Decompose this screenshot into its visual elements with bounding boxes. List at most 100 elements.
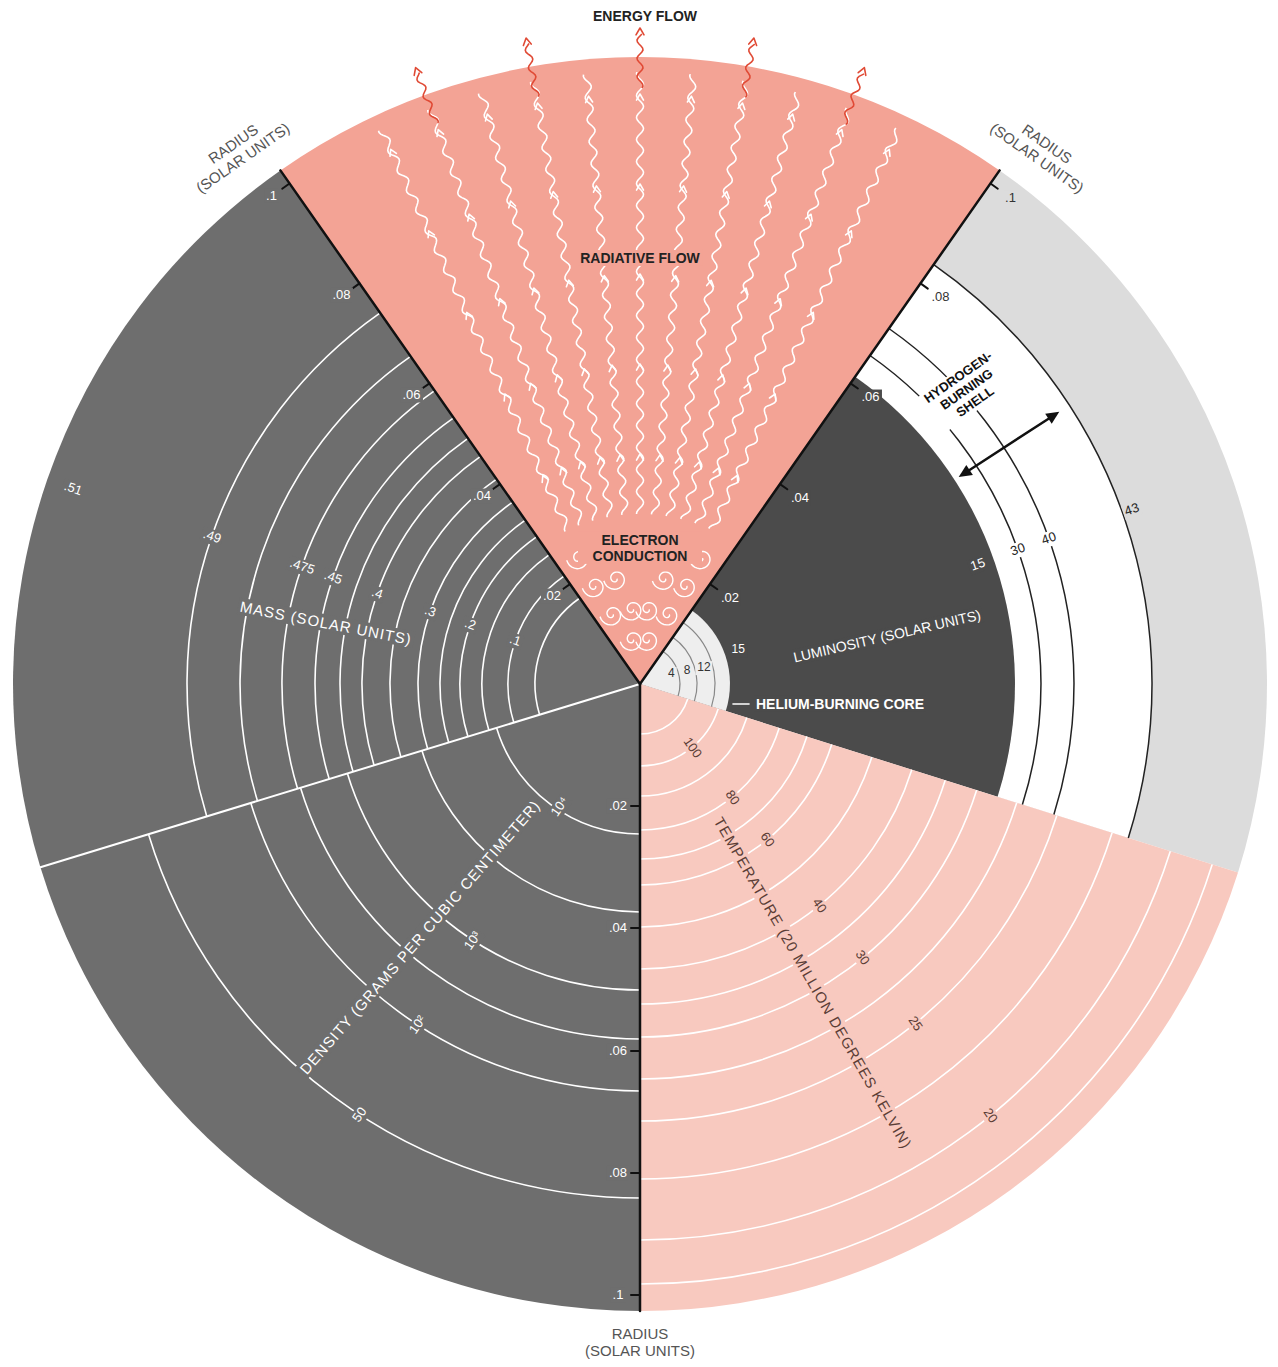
mass-contour [440,520,525,742]
mass-contour [418,502,513,749]
axis-tick [282,184,289,189]
radiative-flow-line [695,108,849,523]
energy-flow-arrow [743,44,755,97]
radiative-flow-line [379,131,567,532]
radiative-flow-line [651,74,695,514]
arrow-head [509,201,516,208]
luminosity-contour [889,329,1074,815]
diagram-label: .1 [264,188,279,203]
diagram-label: .02 [607,799,629,814]
mass-contour [535,598,580,715]
arrow-head [637,364,644,370]
arrow-head [468,214,475,221]
energy-flow-arrow [845,74,864,125]
temperature-contour [640,709,718,766]
energy-flow-arrow [637,34,643,88]
axis-tick [563,584,570,589]
diagram-label: .08 [929,290,951,305]
arrow-head [687,96,694,102]
arrow-head [598,458,605,465]
diagram-label: ELECTRON CONDUCTION [578,532,702,564]
arrow-head [636,28,644,35]
arrow-head [884,149,890,156]
diagram-label: RADIUS (SOLAR UNITS) [580,1325,700,1360]
conduction-swirl [652,572,673,589]
arrow-head [695,462,702,469]
diagram-label: .02 [541,589,563,604]
arrow-head [718,375,725,382]
mass-contour [240,356,411,801]
arrow-head [414,68,422,76]
density-sector [40,684,640,1311]
arrow-head [609,365,616,371]
axis-tick [422,383,429,388]
arrow-head [555,375,562,382]
diagram-label: 12 [695,661,712,675]
arrow-head [738,103,745,110]
axis-tick [631,1050,640,1052]
diagram-label: .08 [607,1166,629,1181]
arrow-head [560,468,567,475]
arrow-head [744,383,751,390]
arrow-head [656,455,663,461]
diagram-label: .04 [789,491,811,506]
leader-line [733,703,749,705]
radiative-flow-line [637,72,644,514]
arrow-head [765,201,772,208]
arrow-head [504,394,510,401]
axis-tick [991,184,998,189]
arrow-head [836,130,843,137]
conduction-swirl [600,608,621,625]
mass-contour [315,418,454,779]
temperature-contour [640,718,747,796]
conduction-swirl [636,603,657,620]
luminosity-contour [934,265,1152,838]
arrow-head [601,276,608,282]
arrow-head [707,280,714,287]
density-contour [251,803,640,1091]
axis-tick [851,383,858,388]
temperature-sector [640,684,1238,1311]
diagram-label: HELIUM-BURNING CORE [754,696,926,712]
radiative-flow-line [583,75,627,515]
diagram-label: 15 [730,643,747,657]
conduction-swirl [636,633,657,650]
temperature-contour [640,780,945,1004]
axis-tick [921,283,928,288]
arrow-head [586,96,593,102]
temperature-contour [640,833,1112,1179]
arrow-head [749,38,757,46]
axis-tick [631,805,640,807]
diagram-label: RADIATIVE FLOW [578,250,702,266]
radius-axis [280,170,640,684]
temperature-contour [640,770,912,969]
arrow-head [770,394,776,401]
diagram-label: ENERGY FLOW [591,8,699,24]
diagram-label: .06 [859,390,881,405]
arrow-head [594,186,601,192]
radiative-flow-line [681,92,799,519]
arrow-head [713,468,720,475]
arrow-head [535,103,542,110]
arrow-head [741,288,748,295]
diagram-label: .04 [607,921,629,936]
diagram-label: 8 [682,664,693,678]
conduction-swirl [582,579,603,596]
diagram-label: .06 [607,1044,629,1059]
temperature-contour [640,699,688,734]
arrow-head [806,214,813,221]
diagram-label: 4 [666,667,677,681]
temperature-contour [640,790,977,1037]
radiative-flow-line [666,81,748,516]
arrow-head [732,476,738,483]
arrow-head [437,130,444,137]
arrow-head [722,192,729,199]
arrow-head [582,369,589,376]
core-contour [663,651,680,696]
radius-axis [639,684,642,1311]
diagram-label: .04 [471,489,493,504]
arrow-head [846,231,852,238]
arrow-head [637,454,644,460]
radiative-flow-line [531,82,612,517]
